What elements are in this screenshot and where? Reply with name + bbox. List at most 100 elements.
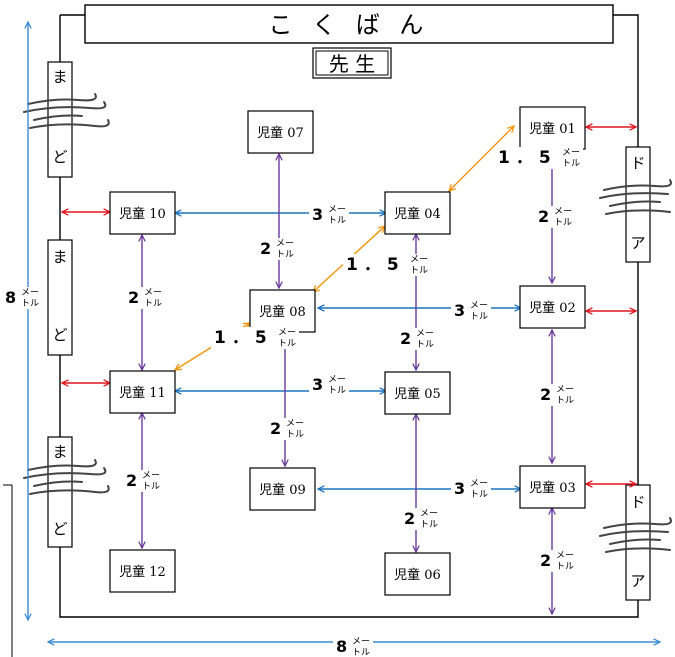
student-desk-01: 児童 01	[519, 106, 586, 150]
window-2-bottom: ど	[52, 326, 67, 344]
wind-icon	[599, 179, 672, 215]
distance-value: 2	[260, 239, 271, 258]
window-3: ま ど	[47, 436, 73, 548]
distance-unit-top: メー	[410, 255, 428, 265]
distance-value: 2	[538, 207, 549, 226]
distance-value: 3	[454, 479, 465, 498]
distance-value: 2	[404, 509, 415, 528]
door-1-top: ド	[630, 154, 645, 172]
wind-icon	[599, 517, 672, 553]
door-1: ド ア	[625, 146, 651, 263]
distance-unit-bottom: トル	[554, 218, 572, 228]
window-1-top: ま	[52, 68, 67, 86]
wind-icon	[23, 459, 110, 495]
student-desk-07: 児童 07	[247, 110, 314, 154]
distance-unit-top: メー	[286, 419, 304, 429]
distance-unit-bottom: トル	[278, 339, 296, 349]
student-desk-05: 児童 05	[384, 371, 451, 415]
teacher-label: 先 生	[329, 52, 375, 76]
distance-value: 8	[5, 288, 16, 307]
window-2: ま ど	[47, 239, 73, 356]
distance-unit-top: メー	[562, 148, 580, 158]
distance-unit-bottom: トル	[470, 490, 488, 500]
distance-unit-bottom: トル	[352, 648, 370, 657]
distance-unit-top: メー	[276, 239, 294, 249]
distance-value: 1．5	[498, 148, 557, 168]
window-3-top: ま	[52, 443, 67, 461]
distance-value: 2	[400, 329, 411, 348]
student-desk-08-label: 児童 08	[259, 304, 306, 320]
student-desk-06: 児童 06	[384, 552, 451, 596]
distance-unit-top: メー	[556, 551, 574, 561]
distance-unit-top: メー	[556, 385, 574, 395]
distance-unit-top: メー	[144, 288, 162, 298]
distance-unit-bottom: トル	[556, 562, 574, 572]
door-2-bottom: ア	[630, 572, 645, 590]
distance-unit-bottom: トル	[276, 250, 294, 260]
distance-unit-top: メー	[554, 207, 572, 217]
student-desk-06-label: 児童 06	[394, 567, 441, 583]
distance-unit-bottom: トル	[286, 430, 304, 440]
distance-unit-top: メー	[416, 329, 434, 339]
distance-unit-bottom: トル	[420, 520, 438, 530]
student-desk-01-label: 児童 01	[529, 121, 576, 137]
student-desk-04-label: 児童 04	[394, 206, 441, 222]
student-desk-10-label: 児童 10	[119, 206, 166, 222]
distance-unit-bottom: トル	[416, 340, 434, 350]
student-desk-02: 児童 02	[519, 285, 586, 329]
distance-unit-bottom: トル	[470, 312, 488, 322]
student-desk-03: 児童 03	[519, 465, 586, 509]
distance-unit-top: メー	[21, 288, 39, 298]
student-desk-11-label: 児童 11	[119, 385, 166, 401]
distance-unit-top: メー	[278, 328, 296, 338]
blackboard: こ く ば ん	[84, 4, 614, 44]
distance-unit-bottom: トル	[328, 386, 346, 396]
distance-unit-top: メー	[420, 509, 438, 519]
distance-value: 2	[540, 385, 551, 404]
distance-unit-top: メー	[470, 301, 488, 311]
door-2: ド ア	[625, 484, 651, 601]
distance-value: 2	[126, 471, 137, 490]
distance-unit-top: メー	[352, 637, 370, 647]
distance-unit-bottom: トル	[142, 482, 160, 492]
distance-value: 3	[312, 375, 323, 394]
distance-arrow-orange	[449, 126, 514, 191]
blackboard-label: こ く ば ん	[269, 11, 430, 39]
distance-unit-top: メー	[470, 479, 488, 489]
student-desk-04: 児童 04	[384, 191, 451, 235]
distance-value: 2	[128, 288, 139, 307]
distance-value: 3	[454, 301, 465, 320]
distance-unit-bottom: トル	[328, 216, 346, 226]
door-2-top: ド	[630, 493, 645, 511]
classroom-walls	[59, 14, 639, 618]
window-2-top: ま	[52, 248, 67, 266]
student-desk-09: 児童 09	[249, 467, 316, 511]
student-desk-10: 児童 10	[109, 191, 176, 235]
distance-unit-top: メー	[328, 205, 346, 215]
teacher: 先 生	[312, 47, 392, 79]
distance-unit-top: メー	[142, 471, 160, 481]
distance-value: 1．5	[214, 328, 273, 348]
wind-icon	[23, 93, 110, 129]
window-1: ま ど	[47, 61, 73, 178]
distance-value: 8	[336, 637, 347, 656]
student-desk-09-label: 児童 09	[259, 482, 306, 498]
distance-value: 3	[312, 205, 323, 224]
distance-unit-bottom: トル	[144, 299, 162, 309]
student-desk-03-label: 児童 03	[529, 480, 576, 496]
